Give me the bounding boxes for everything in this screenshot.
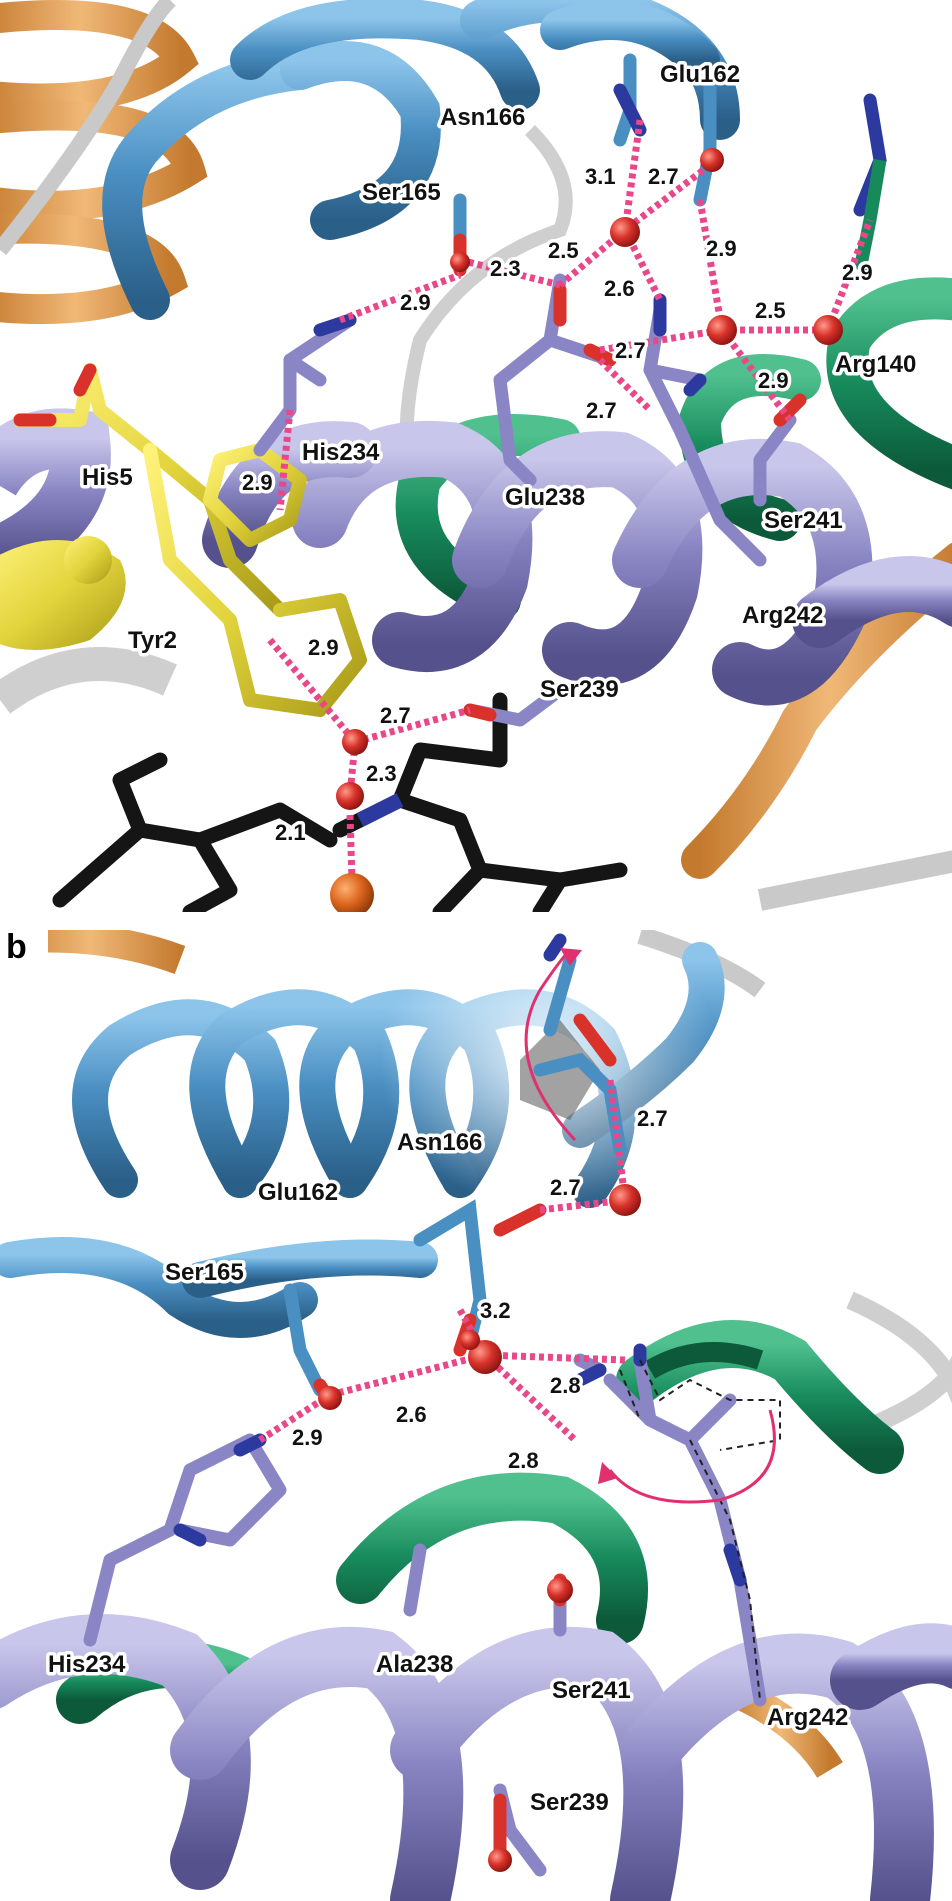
dist-b-2-6: 2.6 — [396, 1402, 427, 1427]
dist-a-2-3-top: 2.3 — [490, 256, 521, 281]
label-arg242-b: Arg242 — [767, 1704, 848, 1731]
dist-a-2-9-tyr: 2.9 — [308, 635, 339, 660]
panel-b: b Asn166 Glu162 Ser165 His234 Ala238 Ser… — [0, 928, 952, 1901]
dist-a-2-3-bottom: 2.3 — [366, 761, 397, 786]
nitrogen-sticks-b — [173, 933, 747, 1587]
dist-a-2-9-his: 2.9 — [242, 470, 273, 495]
label-arg140: Arg140 — [835, 351, 916, 378]
iron-atom — [330, 873, 374, 912]
dist-a-3-1: 3.1 — [585, 164, 616, 189]
dist-b-2-9: 2.9 — [292, 1425, 323, 1450]
label-arg242-a: Arg242 — [742, 602, 823, 629]
dist-b-2-8-top: 2.8 — [550, 1373, 581, 1398]
grey-loop — [0, 0, 176, 255]
label-ala238: Ala238 — [376, 1651, 453, 1678]
panel-divider — [0, 912, 952, 930]
dist-b-2-7-left: 2.7 — [550, 1175, 581, 1200]
orange-helix-bg — [0, 0, 208, 325]
grey-loop-left — [0, 647, 177, 714]
residue-labels-a: Glu162 Asn166 Ser165 His234 His5 Glu238 … — [79, 58, 920, 707]
rotation-arrows — [524, 948, 776, 1504]
dist-a-2-5-right: 2.5 — [755, 298, 786, 323]
lavender-helix-b — [0, 1614, 952, 1901]
dist-a-2-7-ser239: 2.7 — [380, 703, 411, 728]
label-glu162-a: Glu162 — [660, 61, 740, 88]
label-tyr2: Tyr2 — [128, 627, 177, 654]
label-ser241-b: Ser241 — [552, 1677, 631, 1704]
dist-a-2-5-left: 2.5 — [548, 238, 579, 263]
green-helix-b-dark — [644, 1342, 764, 1379]
lavender-helix-left — [0, 408, 111, 588]
dist-a-2-9-arg: 2.9 — [842, 260, 873, 285]
label-ser165-a: Ser165 — [362, 179, 441, 206]
dist-a-2-7-upper: 2.7 — [615, 338, 646, 363]
dist-b-2-8-bottom: 2.8 — [508, 1448, 539, 1473]
grey-loop-mid — [399, 125, 573, 472]
label-ser241-a: Ser241 — [764, 507, 843, 534]
label-ser239-b: Ser239 — [530, 1789, 609, 1816]
label-his5: His5 — [82, 464, 133, 491]
dist-a-2-9-ser241: 2.9 — [758, 368, 789, 393]
dist-b-2-7-right: 2.7 — [637, 1106, 668, 1131]
heme-nitrogen — [356, 793, 404, 827]
his5-tyr2-sticks — [13, 363, 367, 717]
dist-a-2-6: 2.6 — [604, 276, 635, 301]
label-ser165-b: Ser165 — [165, 1259, 244, 1286]
dist-a-2-9-ser: 2.9 — [400, 290, 431, 315]
residue-labels-b: Asn166 Glu162 Ser165 His234 Ala238 Ser24… — [45, 1126, 852, 1820]
lavender-helix-main — [202, 420, 952, 706]
dist-a-2-7-lower: 2.7 — [586, 398, 617, 423]
dist-a-2-7-top: 2.7 — [648, 164, 679, 189]
dist-a-2-1: 2.1 — [275, 820, 306, 845]
label-ser239-a: Ser239 — [540, 676, 619, 703]
grey-loop-bottom — [757, 850, 952, 911]
dashed-outlines-b — [619, 1359, 781, 1701]
waters-a — [336, 148, 843, 810]
panel-a: Glu162 Asn166 Ser165 His234 His5 Glu238 … — [0, 0, 952, 912]
arrowhead-top — [560, 948, 582, 966]
distance-labels-b: 2.7 2.7 3.2 2.8 2.9 2.6 2.8 — [289, 1103, 672, 1477]
arrowhead-bottom — [598, 1462, 618, 1484]
hbonds-a — [267, 119, 874, 881]
label-his234-b: His234 — [48, 1651, 126, 1678]
hbonds-b — [258, 1079, 629, 1443]
waters-b — [318, 1184, 641, 1872]
yellow-atom — [64, 536, 112, 584]
label-glu162-b: Glu162 — [258, 1179, 338, 1206]
dist-a-2-9-mid: 2.9 — [706, 236, 737, 261]
label-glu238: Glu238 — [505, 484, 585, 511]
panel-tag-b: b — [6, 928, 27, 966]
panel-tag-bg — [0, 930, 48, 966]
distance-labels-a: 3.1 2.7 2.5 2.3 2.9 2.6 2.9 2.5 2.9 2.7 … — [239, 161, 877, 849]
label-asn166-b: Asn166 — [397, 1129, 482, 1156]
label-asn166-a: Asn166 — [440, 104, 525, 131]
dist-b-3-2: 3.2 — [480, 1298, 511, 1323]
label-his234-a: His234 — [302, 439, 380, 466]
